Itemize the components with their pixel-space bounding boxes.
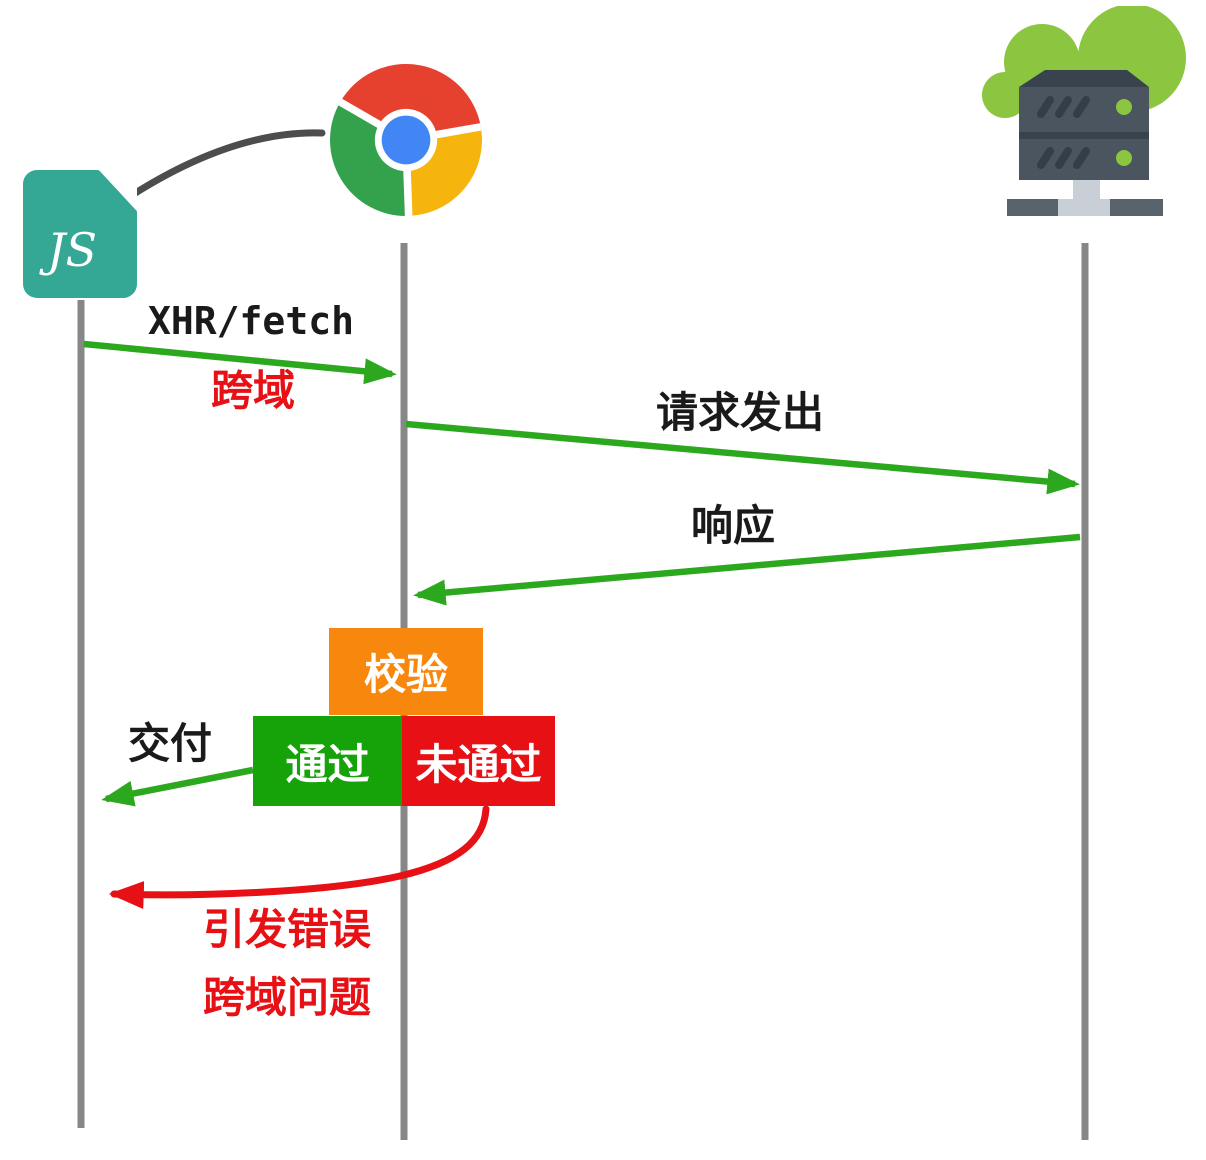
fail-box: 未通过 <box>402 716 555 806</box>
response-label: 响应 <box>690 502 776 549</box>
xhr-arrow <box>83 340 397 385</box>
pass-box: 通过 <box>253 716 402 806</box>
deliver-arrow <box>101 766 254 807</box>
validate-box-label: 校验 <box>363 651 448 698</box>
error-label-line2: 跨域问题 <box>202 974 372 1021</box>
fail-box-label: 未通过 <box>415 740 542 788</box>
server-rack <box>1007 70 1163 216</box>
pass-box-label: 通过 <box>285 740 370 788</box>
request-arrow <box>405 420 1080 495</box>
response-arrow <box>413 533 1081 606</box>
request-sent-label: 请求发出 <box>655 389 825 436</box>
server-cloud-icon <box>982 6 1186 216</box>
cross-domain-label: 跨域 <box>210 367 296 414</box>
validate-box: 校验 <box>329 628 483 715</box>
js-file-label: JS <box>39 223 97 277</box>
js-to-browser-connector <box>122 129 326 203</box>
error-label-line1: 引发错误 <box>202 906 372 953</box>
js-file-icon: JS <box>23 170 137 298</box>
error-arrow <box>108 805 490 910</box>
chrome-browser-icon <box>330 64 482 216</box>
deliver-label: 交付 <box>127 720 213 767</box>
xhr-fetch-label: XHR/fetch <box>148 299 354 343</box>
